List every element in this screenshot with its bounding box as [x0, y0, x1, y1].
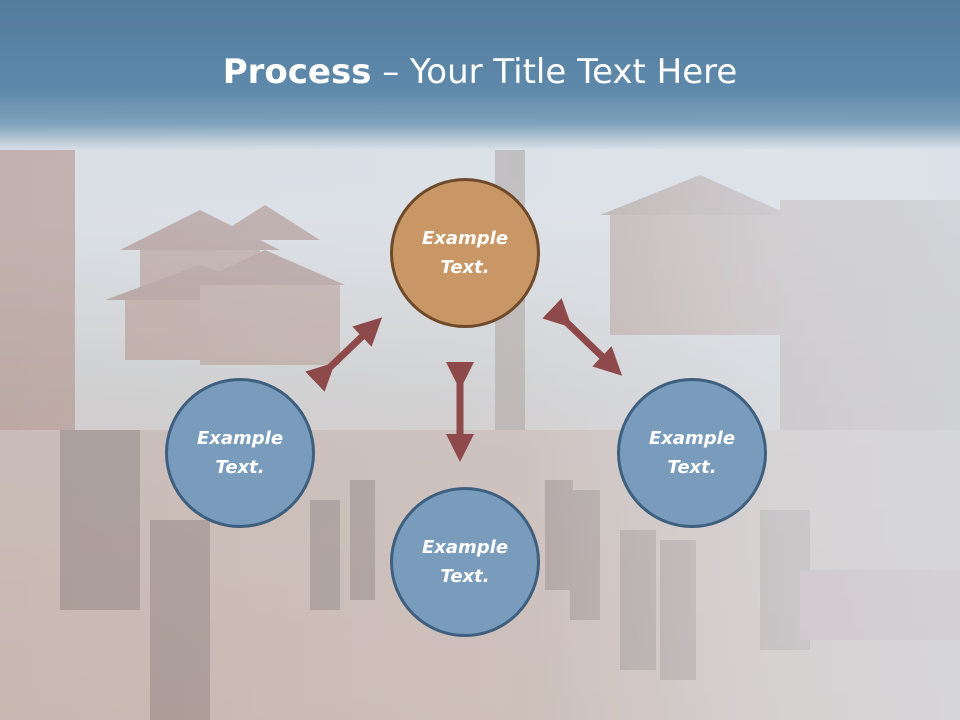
node-right-line1: Example [648, 428, 736, 449]
slide-title: Process – Your Title Text Here [0, 52, 960, 92]
arrow-top-right [542, 298, 623, 376]
arrow-top-left [305, 317, 383, 392]
node-left-line1: Example [196, 428, 284, 449]
title-rest: – Your Title Text Here [371, 52, 738, 92]
node-right-line2: Text. [667, 457, 717, 478]
node-bottom-line2: Text. [440, 566, 490, 587]
node-top-line2: Text. [440, 257, 490, 278]
title-bold: Process [222, 52, 372, 92]
node-left-line2: Text. [215, 457, 265, 478]
node-bottom-line1: Example [421, 537, 509, 558]
node-top-line1: Example [421, 228, 509, 249]
title-band [0, 0, 960, 150]
